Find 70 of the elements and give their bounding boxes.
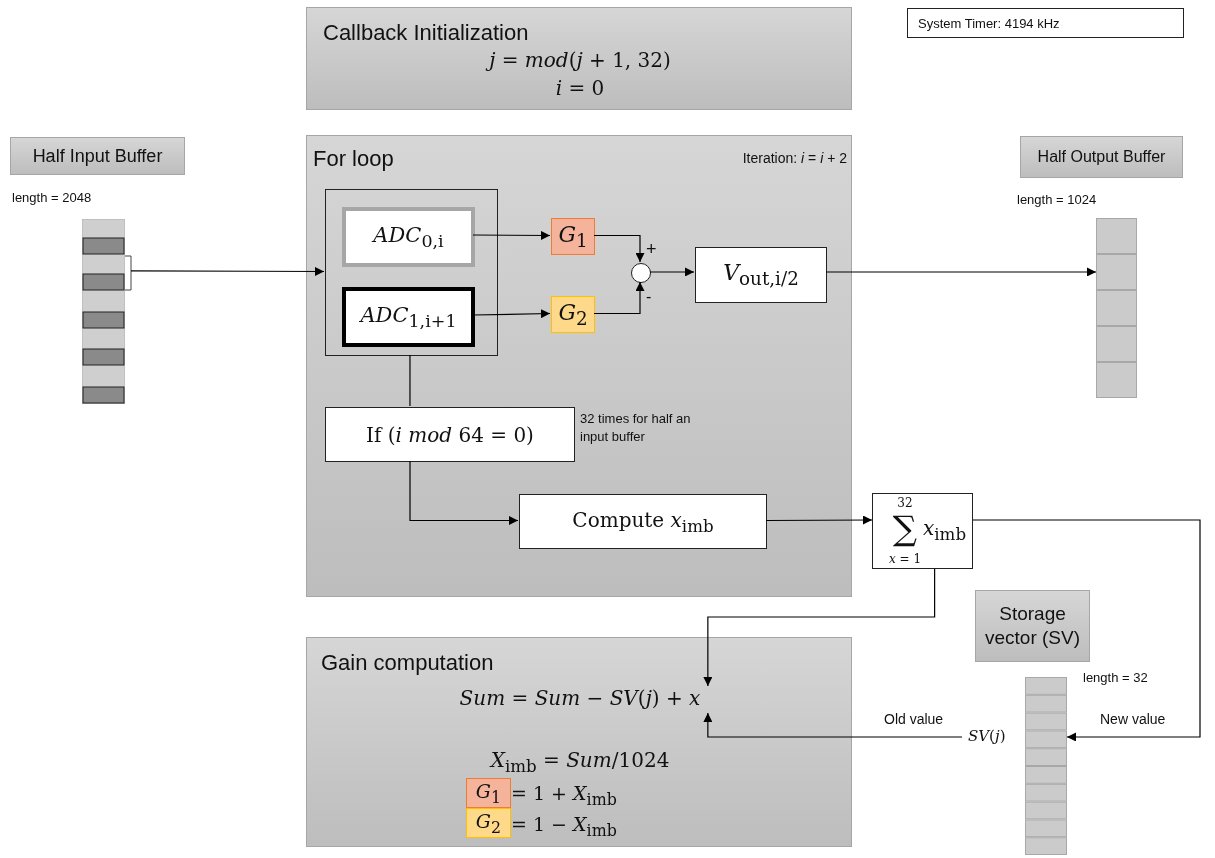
arrow <box>972 519 1201 742</box>
equation: X$_{imb}$ = Sum/1024 <box>488 748 671 776</box>
box-label: Compute x$_{imb}$ <box>572 507 714 536</box>
box-label: ADC$_{0,i}$ <box>373 222 444 252</box>
panel-title: For loop <box>313 146 395 172</box>
arrow <box>593 234 645 263</box>
title-box <box>975 590 1090 662</box>
process-box <box>695 247 827 303</box>
sum-box <box>872 493 973 569</box>
summand: x$_{imb}$ <box>923 516 968 544</box>
process-panel <box>306 7 852 110</box>
arrow <box>593 281 645 315</box>
upper-limit: 32 <box>896 496 914 510</box>
element-label: SV(j) <box>968 727 1006 745</box>
equation: j = mod(j + 1, 32) <box>307 48 853 72</box>
arrow <box>472 230 551 240</box>
sign-label: + <box>646 240 657 258</box>
box-label: V$_{out,i/2}$ <box>723 260 799 290</box>
process-box <box>519 494 767 549</box>
arrow <box>825 267 1097 277</box>
buffer-array <box>1096 218 1137 398</box>
buffer-array <box>82 219 125 404</box>
process-panel <box>306 637 852 847</box>
sum-sign: ∑ <box>891 508 919 548</box>
panel-title: Callback Initialization <box>323 20 530 46</box>
gain-box <box>551 218 595 255</box>
arrow <box>649 267 695 277</box>
equation: = 1 + X$_{imb}$ <box>511 782 618 809</box>
box-label: ADC$_{1,i+1}$ <box>360 302 457 332</box>
box-label: G$_{2}$ <box>475 809 502 837</box>
buffer-title: Half Output Buffer <box>1037 148 1166 166</box>
equation: Sum = Sum − SV(j) + x <box>458 686 702 710</box>
arrow <box>765 515 873 525</box>
group-box <box>325 189 498 356</box>
gain-box <box>466 778 511 808</box>
box-label: G$_{2}$ <box>558 299 588 330</box>
length-label: length = 32 <box>1083 670 1148 685</box>
equation: = 1 − X$_{imb}$ <box>511 813 618 840</box>
process-box <box>342 207 475 267</box>
box-label: G$_{1}$ <box>475 779 502 807</box>
title-box <box>10 137 185 175</box>
arrow <box>130 266 325 276</box>
storage-title: Storage vector (SV) <box>984 602 1081 650</box>
sign-label: - <box>646 289 652 305</box>
arrow <box>409 460 519 525</box>
edge-label: New value <box>1098 711 1168 727</box>
timer-label: System Timer: 4194 kHz <box>918 16 1060 31</box>
edge-label: Old value <box>882 711 946 727</box>
arrow <box>703 568 936 687</box>
summing-junction <box>631 263 651 283</box>
loop-panel <box>306 135 852 597</box>
buffer-title: Half Input Buffer <box>32 145 163 167</box>
loop-note: 32 times for half an input buffer <box>580 410 692 446</box>
arrow <box>472 309 551 319</box>
box-label: If (i mod 64 = 0) <box>366 422 534 447</box>
info-box <box>907 8 1184 38</box>
panel-title: Gain computation <box>321 650 495 676</box>
equation: i = 0 <box>554 76 606 100</box>
condition-box <box>325 407 575 462</box>
arrow <box>703 712 963 738</box>
box-label: G$_{1}$ <box>558 221 588 252</box>
lower-limit: x = 1 <box>887 552 923 566</box>
process-box <box>342 287 475 347</box>
gain-box <box>466 808 511 838</box>
iteration-note: Iteration: i = i + 2 <box>741 150 847 166</box>
title-box <box>1020 136 1183 178</box>
gain-box <box>551 296 595 333</box>
length-label: length = 2048 <box>12 190 92 205</box>
length-label: length = 1024 <box>1017 192 1097 207</box>
buffer-array <box>1025 677 1067 855</box>
